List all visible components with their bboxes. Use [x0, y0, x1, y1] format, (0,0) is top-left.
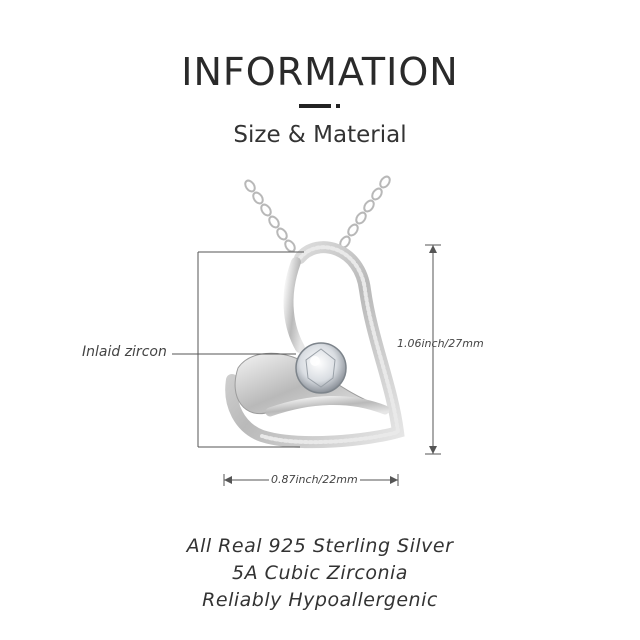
height-label: 1.06inch/27mm — [397, 337, 484, 350]
title-divider — [299, 104, 331, 108]
feature-item: Reliably Hypoallergenic — [202, 589, 438, 611]
feature-list: All Real 925 Sterling Silver 5A Cubic Zi… — [0, 533, 640, 614]
page-subtitle: Size & Material — [233, 122, 407, 148]
width-label: 0.87inch/22mm — [269, 473, 360, 486]
zircon-label: Inlaid zircon — [82, 344, 167, 360]
feature-item: All Real 925 Sterling Silver — [186, 535, 454, 557]
zircon-stone — [295, 342, 347, 394]
title-divider-dot — [336, 104, 340, 108]
chain — [244, 175, 391, 253]
feature-item: 5A Cubic Zirconia — [232, 562, 408, 584]
heart-pendant — [225, 241, 405, 449]
page-title: INFORMATION — [181, 50, 459, 94]
dimension-arrowheads — [224, 245, 437, 484]
